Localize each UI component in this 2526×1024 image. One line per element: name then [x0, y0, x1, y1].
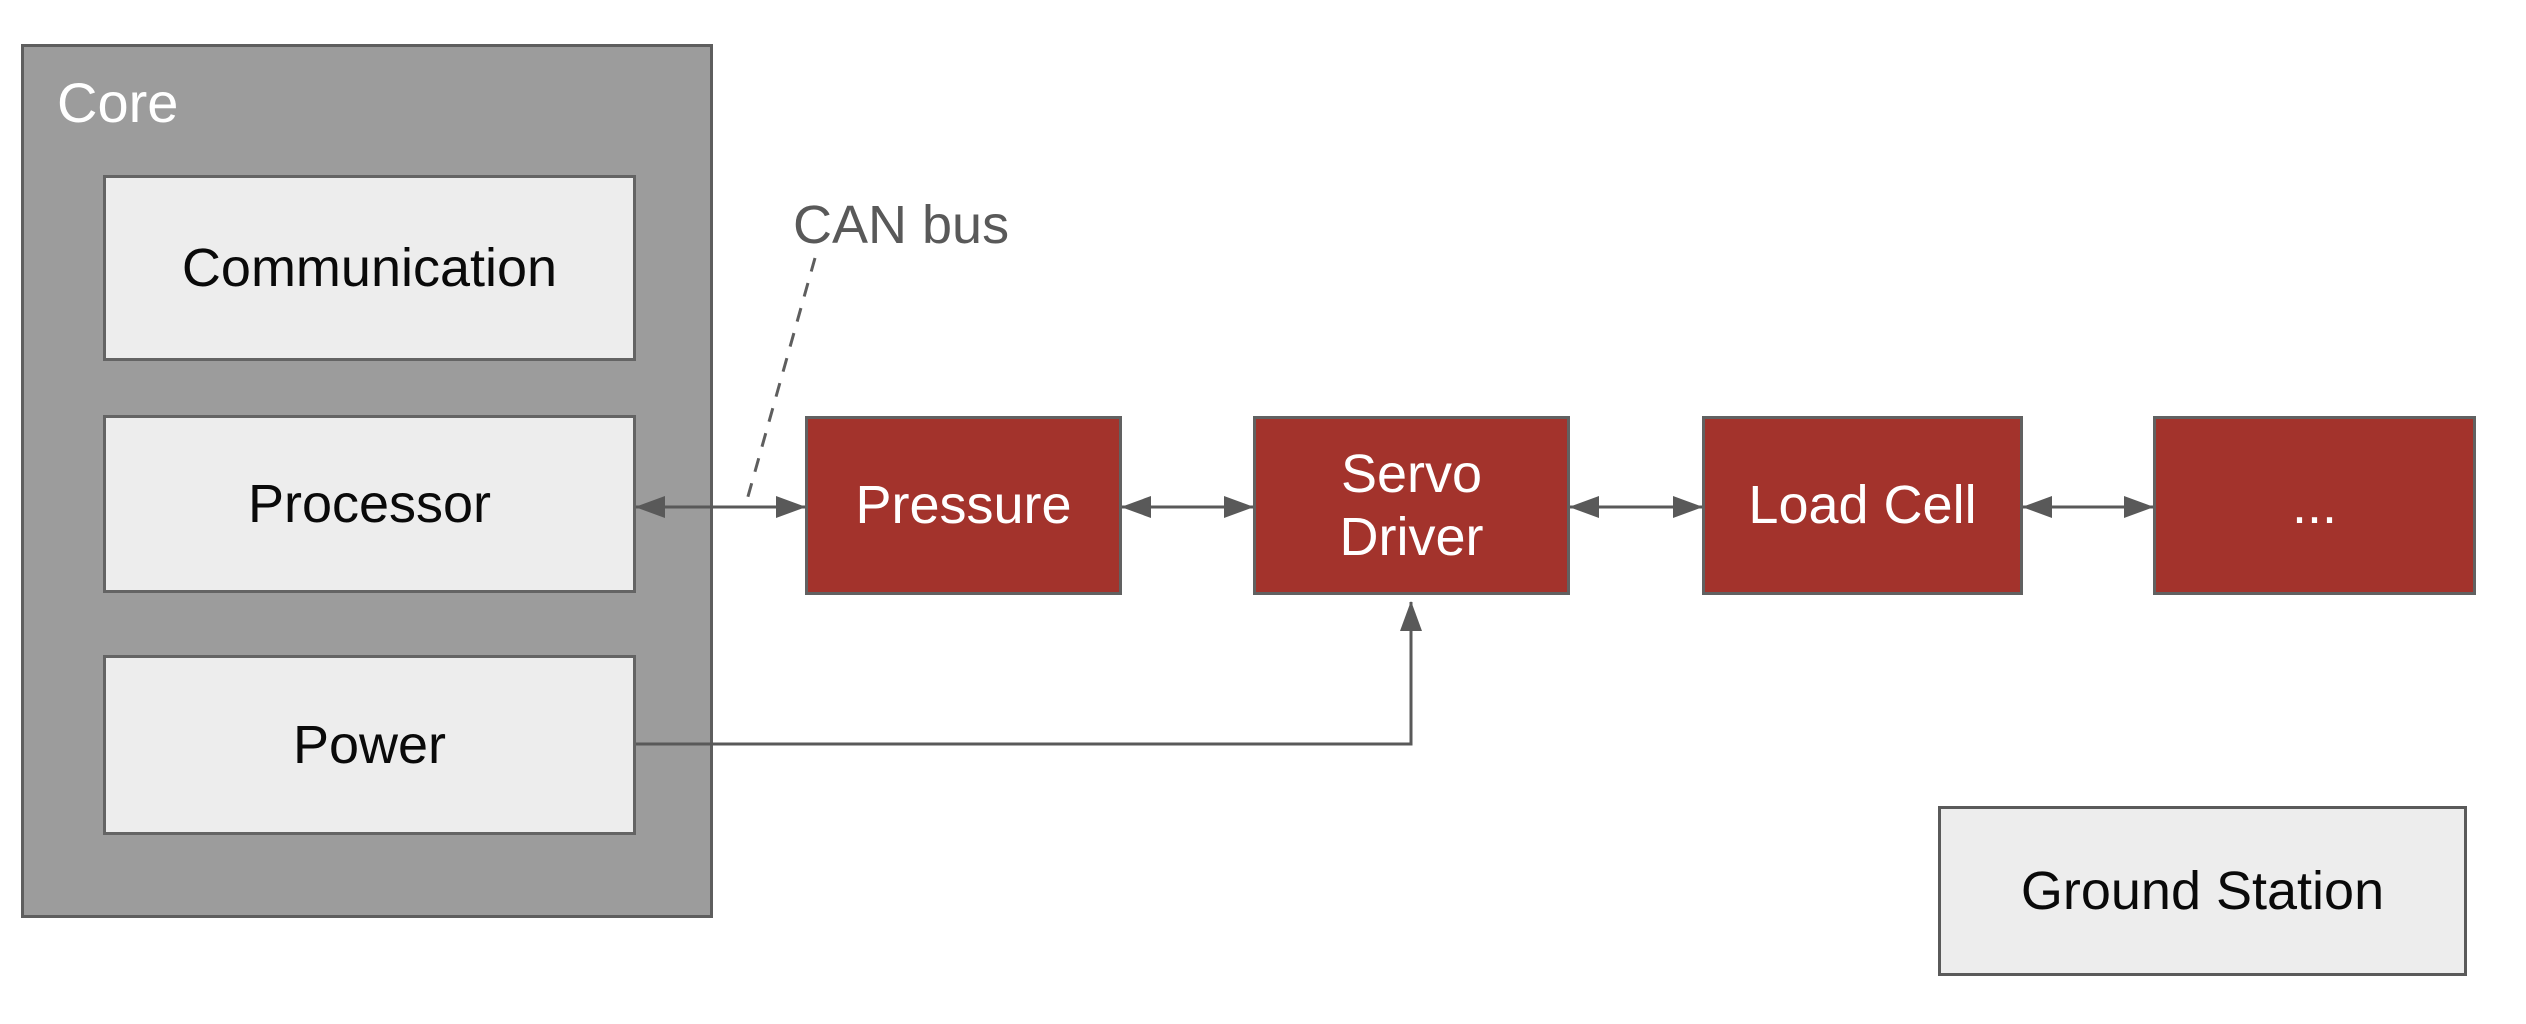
node-servo-driver: Servo Driver — [1253, 416, 1570, 595]
edge-power-servo-driver — [636, 601, 1422, 746]
node-servo-driver-label: Servo Driver — [1339, 444, 1484, 567]
core-title: Core — [57, 71, 179, 134]
node-load-cell-label: Load Cell — [1748, 475, 1977, 536]
node-pressure: Pressure — [805, 416, 1122, 595]
can-bus-annotation: CAN bus — [793, 195, 1010, 255]
node-processor-label: Processor — [247, 474, 492, 534]
node-ground-station-label: Ground Station — [2020, 861, 2385, 921]
node-ground-station: Ground Station — [1938, 806, 2467, 976]
node-power: Power — [103, 655, 636, 835]
node-processor: Processor — [103, 415, 636, 593]
node-load-cell: Load Cell — [1702, 416, 2023, 595]
node-more-label: ... — [2291, 475, 2337, 536]
node-pressure-label: Pressure — [855, 475, 1072, 536]
node-communication: Communication — [103, 175, 636, 361]
node-communication-label: Communication — [181, 238, 558, 298]
node-more: ... — [2153, 416, 2476, 595]
node-core: Core Communication Processor Power — [21, 44, 713, 918]
node-power-label: Power — [292, 715, 447, 775]
